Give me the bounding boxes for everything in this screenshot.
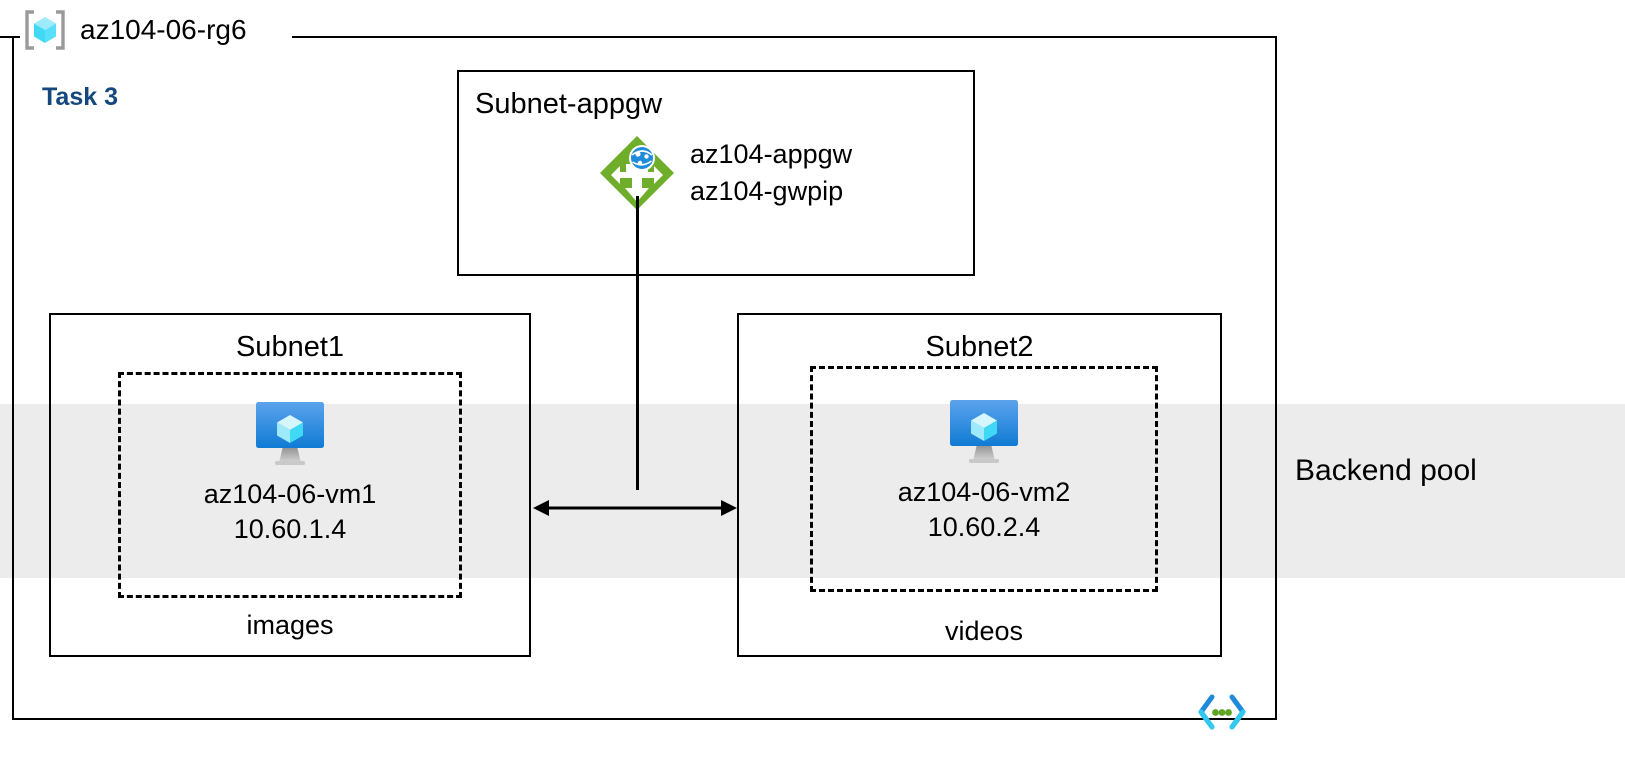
resource-group-border-top-stub <box>0 36 20 38</box>
subnet1-vm-content: az104-06-vm1 10.60.1.4 <box>121 399 459 547</box>
code-brackets-icon <box>1198 694 1246 730</box>
subnet2-vm-name: az104-06-vm2 <box>897 477 1071 507</box>
application-gateway-icon <box>600 136 674 210</box>
resource-group-border-bottom <box>12 718 1277 720</box>
subnet2-app-label: videos <box>944 616 1024 646</box>
subnet1-vm-labels: az104-06-vm1 10.60.1.4 <box>204 477 377 547</box>
subnet1-vm-name: az104-06-vm1 <box>203 479 377 509</box>
subnet2-vm-ip: 10.60.2.4 <box>927 512 1041 542</box>
task-label: Task 3 <box>42 83 118 111</box>
gwpip-name: az104-gwpip <box>690 176 844 206</box>
resource-group-border-top <box>292 36 1277 38</box>
subnet-appgw-title: Subnet-appgw <box>475 88 663 120</box>
subnet1-box: Subnet1 <box>49 313 531 657</box>
virtual-machine-icon <box>256 402 324 465</box>
backend-pool-label: Backend pool <box>1295 454 1477 487</box>
appgw-vertical-connector <box>636 196 639 490</box>
subnet2-vm-labels: az104-06-vm2 10.60.2.4 <box>898 475 1071 545</box>
subnet1-subnet2-arrow <box>533 500 737 516</box>
resource-group-icon <box>25 10 65 50</box>
subnet2-vm-content: az104-06-vm2 10.60.2.4 <box>813 397 1155 545</box>
subnet1-vm-ip: 10.60.1.4 <box>233 514 347 544</box>
subnet2-box: Subnet2 <box>737 313 1222 657</box>
resource-group-title: az104-06-rg6 <box>22 6 247 54</box>
resource-group-border-left <box>12 36 14 720</box>
resource-group-name: az104-06-rg6 <box>80 14 247 45</box>
subnet2-vm-group: az104-06-vm2 10.60.2.4 <box>810 366 1158 592</box>
resource-group-border-right <box>1275 36 1277 720</box>
subnet-appgw-box: Subnet-appgw <box>457 70 975 276</box>
appgw-name: az104-appgw <box>690 139 853 169</box>
subnet2-title: Subnet2 <box>925 331 1034 363</box>
application-gateway-resource: az104-appgw az104-gwpip <box>598 134 852 212</box>
subnet1-app-label: images <box>246 610 334 640</box>
subnet1-title: Subnet1 <box>235 331 345 363</box>
virtual-machine-icon <box>950 400 1018 463</box>
application-gateway-names: az104-appgw az104-gwpip <box>690 136 852 210</box>
subnet1-vm-group: az104-06-vm1 10.60.1.4 <box>118 372 462 598</box>
